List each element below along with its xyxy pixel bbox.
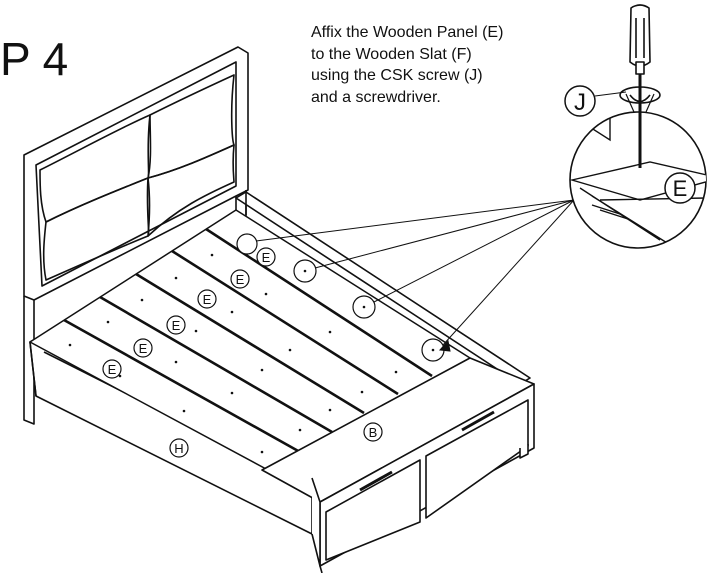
far-rail — [235, 191, 531, 385]
svg-text:E: E — [673, 176, 688, 201]
screw-location-marker — [236, 233, 258, 255]
instruction-line: using the CSK screw (J) — [311, 67, 483, 84]
screw-locations — [236, 233, 445, 362]
instruction-text: Affix the Wooden Panel (E) to the Wooden… — [311, 22, 611, 108]
callout-label-j: J — [564, 85, 627, 117]
callout-label-e: E — [664, 172, 696, 204]
instruction-line: and a screwdriver. — [311, 88, 441, 106]
storage-label-b: B — [363, 422, 383, 442]
svg-text:E: E — [236, 272, 245, 287]
panel-label-e: E — [102, 359, 122, 379]
svg-text:E: E — [203, 292, 212, 307]
leader-lines — [255, 199, 575, 352]
instruction-line: Affix the Wooden Panel (E) — [311, 24, 504, 41]
svg-text:H: H — [174, 441, 183, 456]
panel-label-e: E — [166, 315, 186, 335]
panel-label-e: E — [256, 247, 276, 267]
panel-label-e: E — [133, 338, 153, 358]
instruction-line: to the Wooden Slat (F) — [311, 45, 472, 63]
svg-text:J: J — [574, 89, 586, 116]
panel-labels: E E E E E E B H — [102, 247, 383, 458]
svg-text:E: E — [139, 341, 148, 356]
panel-label-e: E — [230, 269, 250, 289]
svg-text:E: E — [108, 362, 117, 377]
step-title: P 4 — [0, 33, 69, 85]
storage-box — [261, 357, 535, 573]
rail-label-h: H — [169, 438, 189, 458]
panel-label-e: E — [197, 289, 217, 309]
svg-text:B: B — [369, 425, 378, 440]
screwdriver-icon — [619, 4, 661, 150]
svg-text:E: E — [262, 250, 271, 265]
svg-text:E: E — [172, 318, 181, 333]
